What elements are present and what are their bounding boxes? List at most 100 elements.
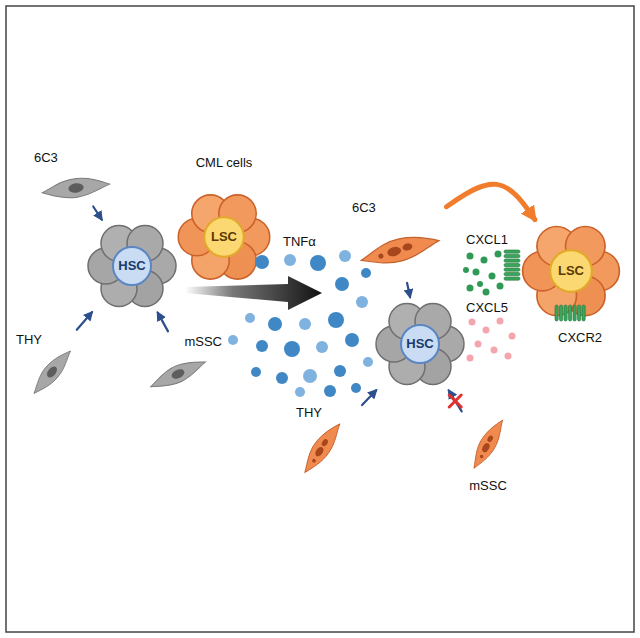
circle [255,255,269,269]
circle [328,312,344,328]
circle [356,296,368,308]
cell-node: 6C3 [352,200,444,280]
cell-node: mSSC [150,334,222,394]
circle [316,341,328,353]
stromal-cell [358,229,441,271]
node-label: HSC [118,258,145,274]
connector-arrow [93,207,101,220]
circle [473,269,480,276]
node-label: 6C3 [352,200,376,216]
receptor [504,250,520,280]
circle [469,319,476,326]
lsc-cluster [523,226,620,315]
circle [303,369,317,383]
connector-arrow [77,312,92,329]
node-label: CML cells [196,155,253,171]
connector-arrow [407,283,410,297]
circle [324,385,336,397]
circle [251,367,261,377]
stromal-cell [467,416,508,472]
hsc-cluster [88,226,176,307]
circle [481,257,488,264]
cell-node: CML cellsLSC [176,155,272,285]
stromal-cell [147,354,208,394]
cxcr2-receptors [504,250,585,321]
cell-node: 6C3 [34,150,114,204]
circle [310,255,326,271]
molecule-label: CXCR2 [558,330,602,346]
cell-node: LSC [522,222,620,320]
circle [284,254,296,266]
connector-arrow [449,391,462,412]
cxcl1-dots [463,251,504,296]
cross-stroke [449,395,461,407]
hsc-cluster [376,304,464,385]
cross-stroke [449,395,461,407]
circle [467,355,474,362]
blocked-mark [449,395,461,407]
cxcl5-dots [467,318,516,362]
node-label: THY [296,405,322,421]
circle [276,372,288,384]
circle [477,281,483,287]
circle [463,267,469,273]
circle [467,285,474,292]
circle [475,341,482,348]
circle [335,277,349,291]
tnf-dots [228,250,373,397]
circle [351,383,361,393]
node-label: THY [16,332,42,348]
circle [228,335,238,345]
connector-arrow [446,184,534,219]
circle [489,273,496,280]
circle [495,251,502,258]
cell-node: HSC [88,222,176,310]
cell-node: THY [16,332,80,394]
node-label: HSC [406,336,433,352]
stromal-cell [298,419,346,478]
circle [295,387,305,397]
circle [345,333,359,347]
circle [334,365,346,377]
stromal-cell [28,346,76,399]
cell-node: mSSC [456,414,520,494]
cell-node: LSC [207,220,241,254]
connector-arrow [362,390,376,405]
node-label: 6C3 [34,150,58,166]
circle [245,313,255,323]
transition-arrow [185,276,322,310]
receptor [555,305,585,321]
circle [363,357,373,367]
cell-node: THY [296,405,360,477]
cml-cluster [178,195,270,279]
circle [268,317,282,331]
circle [256,340,268,352]
node-label: LSC [558,263,584,279]
molecule-label: CXCL5 [466,300,508,316]
molecule-label: CXCL1 [466,232,508,248]
circle [467,253,474,260]
circle [497,283,504,290]
connector-arrow [158,313,168,332]
cell-clusters [88,195,619,385]
molecule-label: TNFα [283,234,316,250]
circle [483,327,490,334]
circle [509,333,516,340]
circle [491,347,498,354]
stromal-cells [28,174,509,477]
node-label: mSSC [469,478,507,494]
stromal-cell [41,174,111,202]
cell-node: HSC [376,300,464,388]
circle [497,318,504,325]
circle [284,341,300,357]
circle [299,318,311,330]
circle [361,268,371,278]
circle [339,250,351,262]
circle [505,353,512,360]
frame [6,6,634,632]
node-label: LSC [211,229,237,245]
circle [483,289,490,296]
